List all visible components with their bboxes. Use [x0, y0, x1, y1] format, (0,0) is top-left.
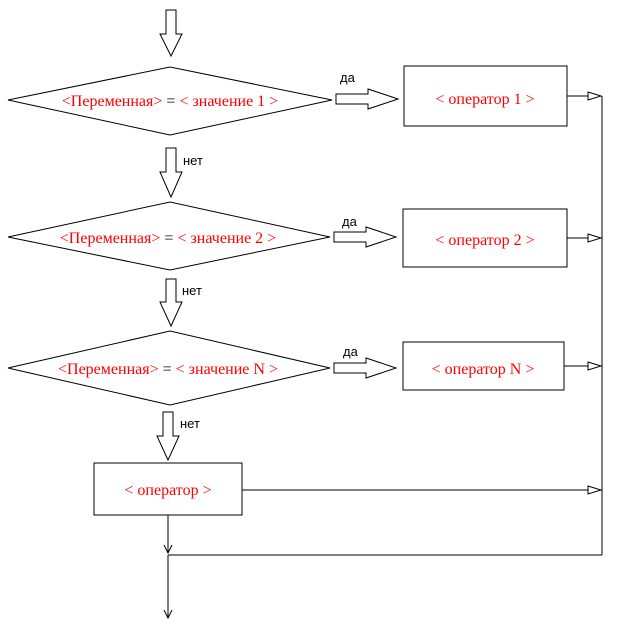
decision-n-equals: =: [163, 361, 172, 378]
yes-arrow-1: [335, 88, 400, 110]
decision-2-label: <Переменная> = < значение 2 >: [60, 230, 276, 247]
default-down-arrowhead: [163, 544, 173, 555]
yes-arrow-n: [333, 357, 398, 379]
operator-2-box: [402, 208, 568, 268]
exit-arrowhead: [163, 609, 173, 620]
yes-label-1: да: [340, 70, 356, 85]
decision-n-diamond: [7, 330, 331, 406]
no-arrow-n: [156, 411, 180, 462]
operator-1-label: < оператор 1 >: [435, 91, 534, 108]
decision-n-label: <Переменная> = < значение N >: [58, 361, 278, 378]
decision-1-variable: <Переменная>: [62, 93, 163, 110]
operator-n-label: < оператор N >: [432, 361, 535, 378]
yes-label-n: да: [343, 344, 359, 359]
decision-1-equals: =: [166, 93, 175, 110]
connector-op1-arrowhead: [587, 91, 603, 101]
decision-1-label: <Переменная> = < значение 1 >: [62, 93, 278, 110]
no-arrow-1: [159, 147, 183, 199]
connector-opn-arrowhead: [587, 361, 603, 371]
no-label-n: нет: [180, 416, 200, 431]
decision-2-variable: <Переменная>: [60, 230, 161, 247]
entry-arrow: [159, 9, 183, 58]
no-arrow-2: [159, 278, 183, 328]
decision-n-variable: <Переменная>: [58, 361, 159, 378]
decision-1-value: < значение 1 >: [179, 93, 278, 110]
connector-default-arrowhead: [587, 485, 603, 495]
decision-1-diamond: [7, 66, 333, 136]
decision-2-equals: =: [164, 230, 173, 247]
operator-2-label: < оператор 2 >: [435, 232, 534, 249]
decision-2-value: < значение 2 >: [177, 230, 276, 247]
decision-2-diamond: [7, 201, 331, 271]
connector-op2-arrowhead: [587, 233, 603, 243]
default-operator-label: < оператор >: [124, 482, 211, 499]
decision-n-value: < значение N >: [176, 361, 278, 378]
operator-1-box: [403, 65, 568, 127]
no-label-1: нет: [183, 153, 203, 168]
no-label-2: нет: [182, 283, 202, 298]
yes-label-2: да: [342, 214, 358, 229]
yes-arrow-2: [333, 226, 398, 248]
